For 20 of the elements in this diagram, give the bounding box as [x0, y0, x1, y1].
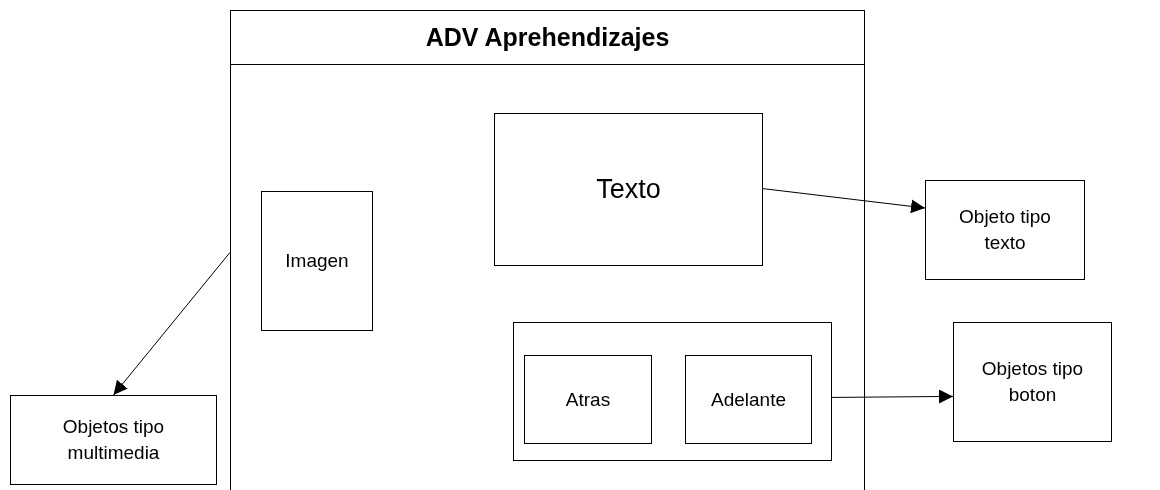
process-box	[925, 180, 1085, 280]
group-box	[513, 322, 832, 461]
process-box	[261, 191, 373, 331]
process-box	[494, 113, 763, 266]
frame-outline	[230, 10, 865, 490]
box-label: Objetos tipo boton	[980, 357, 1085, 407]
process-box	[953, 322, 1112, 442]
box-label: Adelante	[711, 387, 786, 412]
box-label: Objeto tipo texto	[958, 205, 1052, 255]
box-label: Texto	[596, 173, 661, 207]
process-box	[524, 355, 652, 444]
box-label: Objetos tipo multimedia	[61, 415, 166, 465]
process-box	[685, 355, 812, 444]
process-box	[10, 395, 217, 485]
title-text: ADV Aprehendizajes	[425, 23, 670, 52]
box-label: Imagen	[285, 249, 349, 274]
arrow	[761, 188, 926, 214]
arrow	[113, 251, 231, 396]
arrow	[830, 389, 954, 404]
box-label: Atras	[565, 387, 611, 412]
